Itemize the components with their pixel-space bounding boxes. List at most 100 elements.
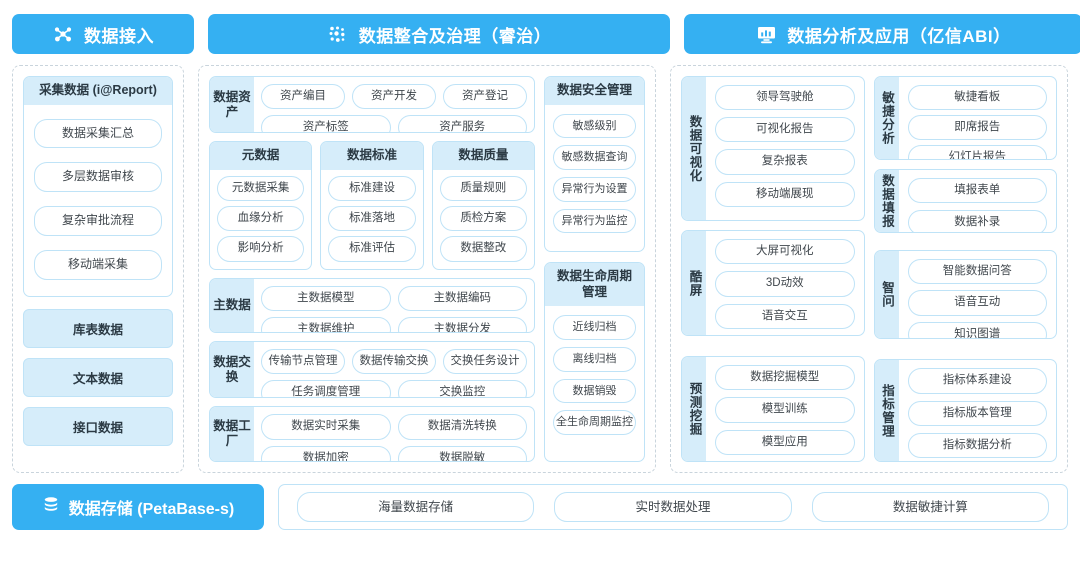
banner-title: 数据存储 (PetaBase-s) (68, 501, 235, 518)
list-item[interactable]: 多层数据审核 (34, 162, 162, 193)
list-item[interactable]: 主数据模型 (261, 285, 391, 311)
card-label: 指标管理 (874, 360, 899, 461)
card-metadata: 元数据 元数据采集 血缘分析 影响分析 (209, 141, 313, 270)
banner-row: 数据接入 数据整合及治理（睿治） (12, 14, 1080, 54)
list-item[interactable]: 数据采集汇总 (34, 118, 162, 149)
card-title: 数据标准 (321, 142, 423, 170)
list-item[interactable]: 异常行为设置 (553, 176, 636, 202)
card-label: 数据填报 (874, 169, 899, 233)
list-item[interactable]: 语音互动 (907, 290, 1047, 316)
list-item[interactable]: 知识图谱 (907, 321, 1047, 339)
list-item[interactable]: 实时数据处理 (554, 491, 792, 523)
list-item[interactable]: 主数据编码 (397, 285, 527, 311)
list-item[interactable]: 指标版本管理 (907, 400, 1047, 426)
list-item[interactable]: 数据销毁 (553, 378, 636, 404)
card-collect-data: 采集数据 (i@Report) 数据采集汇总 多层数据审核 复杂审批流程 移动端… (23, 76, 173, 297)
list-item[interactable]: 传输节点管理 (261, 349, 345, 375)
list-item[interactable]: 交换任务设计 (443, 349, 527, 375)
card-smart-qa: 智问 智能数据问答 语音互动 知识图谱 (873, 250, 1057, 340)
list-item[interactable]: 数据脱敏 (397, 445, 527, 462)
banner-title: 数据接入 (84, 26, 154, 46)
banner-data-analysis[interactable]: 数据分析及应用（亿信ABI） (684, 14, 1080, 54)
list-item[interactable]: 模型应用 (715, 429, 855, 455)
list-item[interactable]: 库表数据 (23, 308, 173, 348)
list-item[interactable]: 模型训练 (715, 397, 855, 423)
list-item[interactable]: 任务调度管理 (261, 380, 391, 398)
list-item[interactable]: 异常行为监控 (553, 208, 636, 234)
list-item[interactable]: 海量数据存储 (297, 491, 535, 523)
list-item[interactable]: 资产编目 (261, 84, 345, 110)
list-item[interactable]: 填报表单 (907, 177, 1047, 203)
banner-data-storage[interactable]: 数据存储 (PetaBase-s) (12, 484, 264, 530)
list-item[interactable]: 复杂审批流程 (34, 206, 162, 237)
list-item[interactable]: 复杂报表 (715, 149, 855, 175)
list-item[interactable]: 可视化报告 (715, 117, 855, 143)
card-data-quality: 数据质量 质量规则 质检方案 数据整改 (431, 141, 535, 270)
banner-data-ingestion[interactable]: 数据接入 (12, 14, 194, 54)
card-title: 采集数据 (i@Report) (24, 77, 172, 105)
list-item[interactable]: 数据挖掘模型 (715, 365, 855, 391)
card-master-data: 主数据 主数据模型 主数据编码 主数据维护 主数据分发 (209, 277, 535, 334)
list-item[interactable]: 数据实时采集 (261, 414, 391, 440)
banner-title: 数据分析及应用（亿信ABI） (787, 26, 1011, 46)
list-item[interactable]: 资产开发 (352, 84, 436, 110)
list-item[interactable]: 文本数据 (23, 357, 173, 397)
list-item[interactable]: 质量规则 (439, 175, 527, 202)
list-item[interactable]: 资产登记 (443, 84, 527, 110)
list-item[interactable]: 大屏可视化 (715, 239, 855, 265)
list-item[interactable]: 敏捷看板 (907, 85, 1047, 111)
list-item[interactable]: 敏感级别 (553, 113, 636, 139)
list-item[interactable]: 资产服务 (397, 115, 527, 133)
banner-data-governance[interactable]: 数据整合及治理（睿治） (208, 14, 670, 54)
list-item[interactable]: 指标数据分析 (907, 432, 1047, 459)
list-item[interactable]: 智能数据问答 (907, 259, 1047, 285)
list-item[interactable]: 主数据分发 (397, 316, 527, 333)
card-title: 元数据 (210, 142, 312, 170)
list-item[interactable]: 标准落地 (328, 206, 416, 232)
list-item[interactable]: 敏感数据查询 (553, 145, 636, 170)
card-title: 数据安全管理 (545, 77, 644, 105)
list-item[interactable]: 即席报告 (907, 115, 1047, 141)
card-title: 数据生命周期管理 (545, 263, 644, 307)
panel-data-ingestion: 采集数据 (i@Report) 数据采集汇总 多层数据审核 复杂审批流程 移动端… (12, 65, 184, 473)
storage-capability-panel: 海量数据存储 实时数据处理 数据敏捷计算 (278, 484, 1068, 530)
list-item[interactable]: 数据加密 (261, 445, 391, 462)
card-label: 智问 (874, 251, 899, 339)
card-agile-analysis: 敏捷分析 敏捷看板 即席报告 幻灯片报告 (873, 76, 1057, 160)
list-item[interactable]: 接口数据 (23, 406, 173, 446)
list-item[interactable]: 指标体系建设 (907, 368, 1047, 394)
list-item[interactable]: 3D动效 (715, 271, 855, 297)
list-item[interactable]: 数据清洗转换 (397, 414, 527, 440)
list-item[interactable]: 影响分析 (217, 236, 305, 262)
list-item[interactable]: 数据补录 (907, 209, 1047, 233)
list-item[interactable]: 数据整改 (439, 236, 527, 262)
card-label: 数据交换 (210, 342, 254, 398)
card-label: 数据资产 (210, 77, 254, 133)
list-item[interactable]: 血缘分析 (217, 206, 305, 232)
list-item[interactable]: 资产标签 (261, 115, 391, 133)
list-item[interactable]: 元数据采集 (217, 175, 305, 202)
list-item[interactable]: 数据敏捷计算 (811, 491, 1049, 523)
list-item[interactable]: 语音交互 (715, 303, 855, 329)
card-label: 数据工厂 (210, 407, 254, 461)
list-item[interactable]: 主数据维护 (261, 316, 391, 333)
list-item[interactable]: 幻灯片报告 (907, 145, 1047, 159)
list-item[interactable]: 移动端采集 (34, 250, 162, 280)
list-item[interactable]: 标准建设 (328, 175, 416, 202)
card-label: 预测挖掘 (682, 357, 706, 461)
card-title: 数据质量 (432, 142, 534, 170)
list-item[interactable]: 质检方案 (439, 206, 527, 232)
list-item[interactable]: 领导驾驶舱 (715, 85, 855, 111)
list-item[interactable]: 近线归档 (553, 315, 636, 340)
card-label: 酷屏 (682, 231, 706, 336)
list-item[interactable]: 移动端展现 (715, 181, 855, 207)
card-data-factory: 数据工厂 数据实时采集 数据清洗转换 数据加密 数据脱敏 (209, 406, 535, 462)
list-item[interactable]: 数据传输交换 (352, 349, 436, 375)
card-data-visualization: 数据可视化 领导驾驶舱 可视化报告 复杂报表 移动端展现 (681, 76, 865, 222)
ingestion-source-list: 库表数据 文本数据 接口数据 (23, 308, 173, 446)
list-item[interactable]: 交换监控 (397, 380, 527, 398)
list-item[interactable]: 全生命周期监控 (553, 410, 636, 435)
list-item[interactable]: 离线归档 (553, 346, 636, 372)
list-item[interactable]: 标准评估 (328, 236, 416, 262)
